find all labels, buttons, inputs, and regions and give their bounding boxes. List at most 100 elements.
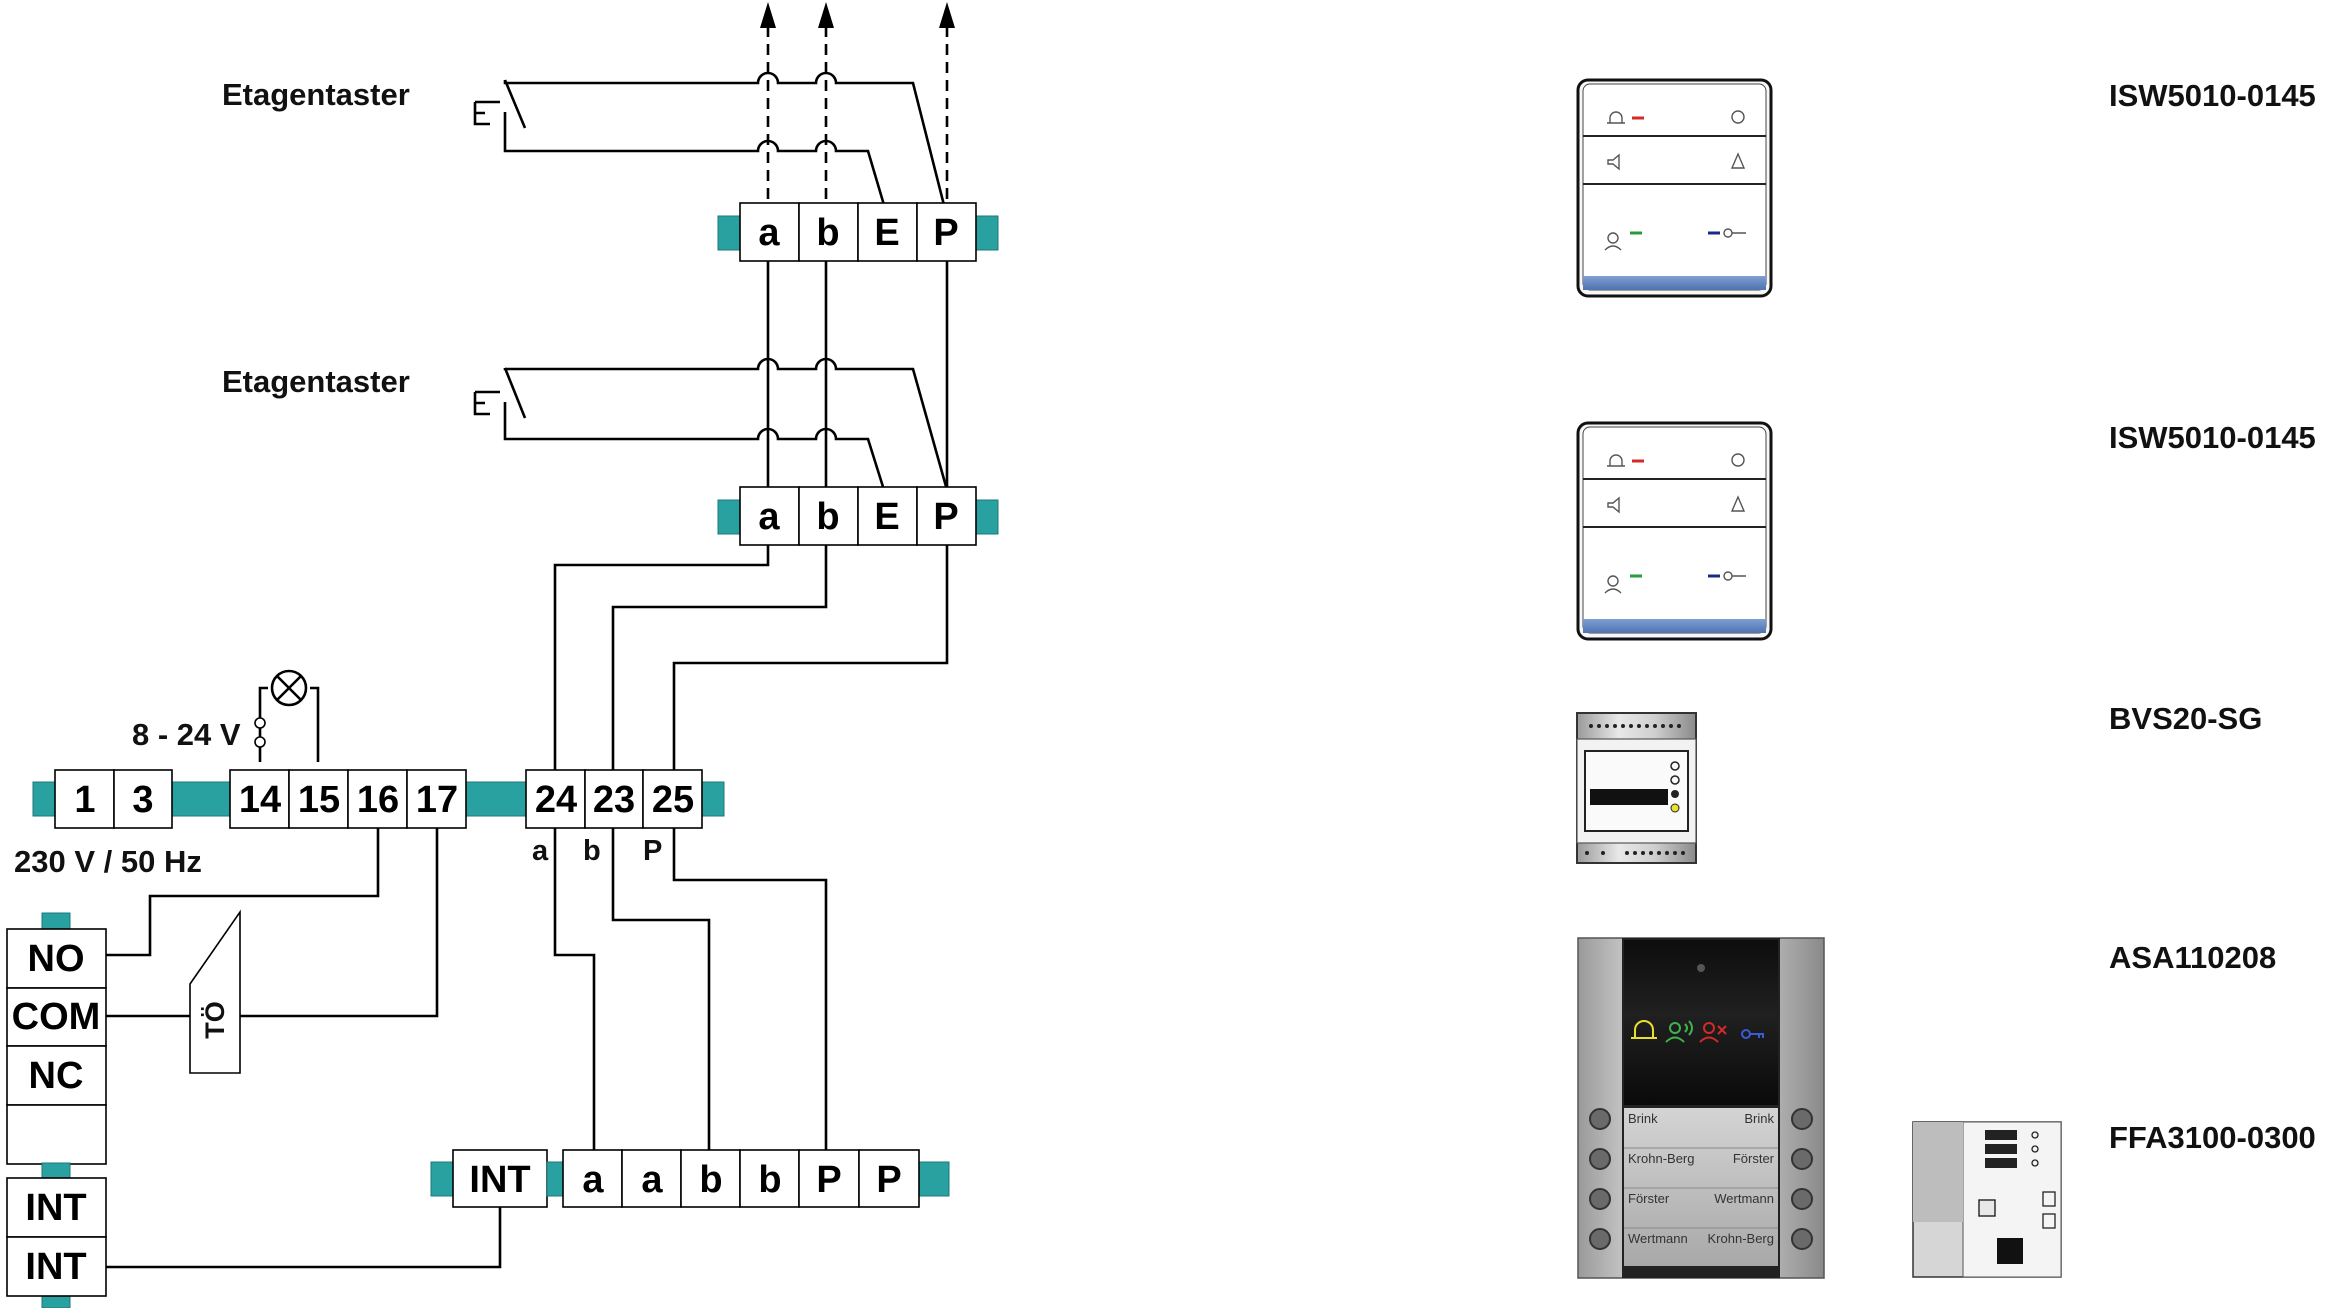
floor-button-label-upper: Etagentaster <box>222 77 410 112</box>
terminal-e: E <box>874 496 899 538</box>
wire-17-to-com <box>230 828 439 1018</box>
wire-25-to-p <box>672 828 828 1150</box>
relay-no: NO <box>28 938 85 980</box>
upper-button-wire-bottom <box>503 128 886 206</box>
speaker-icon <box>1607 153 1620 171</box>
key-icon <box>1741 1029 1764 1039</box>
mains-label: 230 V / 50 Hz <box>14 844 202 879</box>
terminal-b: b <box>816 212 839 254</box>
lamp-cross <box>276 675 302 701</box>
terminal-17: 17 <box>416 779 458 821</box>
int-strip-p1: P <box>816 1159 841 1201</box>
name-left-3: Förster <box>1628 1191 1670 1206</box>
lower-button-wire-top <box>503 357 949 491</box>
name-right-1: Brink <box>1744 1111 1774 1126</box>
door-station: Brink Krohn-Berg Förster Wertmann Brink … <box>1577 937 1825 1279</box>
name-right-2: Förster <box>1733 1151 1775 1166</box>
speaker-icon <box>1607 496 1620 514</box>
voltage-label: 8 - 24 V <box>132 717 241 752</box>
terminal-15: 15 <box>298 779 340 821</box>
name-left-1: Brink <box>1628 1111 1658 1126</box>
terminal-block-upper: a b E P <box>717 202 999 262</box>
door-opener-label: TÖ <box>200 1001 230 1039</box>
terminal-p: P <box>933 496 958 538</box>
key-icon <box>1723 228 1746 238</box>
bus-label-a: a <box>532 835 549 867</box>
lower-button-wire-bottom <box>503 418 886 491</box>
arrow-p <box>939 2 955 28</box>
model-label-1: ISW5010-0145 <box>2109 78 2316 113</box>
terminal-a: a <box>758 212 780 254</box>
floor-button-label-lower: Etagentaster <box>222 364 410 399</box>
ring-icon <box>1731 453 1745 467</box>
terminal-p: P <box>933 212 958 254</box>
terminal-a: a <box>758 496 780 538</box>
name-left-4: Wertmann <box>1628 1231 1688 1246</box>
relay-nc: NC <box>29 1055 84 1097</box>
arrow-b <box>818 2 834 28</box>
door-opener-symbol: TÖ <box>189 909 241 1074</box>
talk-icon <box>1604 232 1622 251</box>
terminal-24: 24 <box>535 779 577 821</box>
model-label-5: FFA3100-0300 <box>2109 1120 2316 1155</box>
model-label-4: ASA110208 <box>2109 940 2276 975</box>
bell-off-icon <box>1607 111 1625 124</box>
wire-b-to-23 <box>611 545 828 770</box>
power-supply <box>1576 712 1697 864</box>
int-strip-b2: b <box>758 1159 781 1201</box>
relay-com: COM <box>12 996 101 1038</box>
light-icon <box>1730 495 1746 512</box>
indoor-station-1 <box>1576 78 1773 298</box>
arrow-a <box>760 2 776 28</box>
call-buttons-right <box>1791 1108 1813 1250</box>
wiring-lines <box>106 2 955 1269</box>
int-strip-p2: P <box>876 1159 901 1201</box>
terminal-b: b <box>816 496 839 538</box>
light-icon <box>1730 152 1746 169</box>
bus-label-b: b <box>583 835 601 867</box>
bell-off-icon <box>1607 454 1625 467</box>
call-buttons-left <box>1589 1108 1611 1250</box>
voltage-pin-bottom <box>254 736 266 748</box>
int-terminal-2: INT <box>25 1246 86 1288</box>
wire-16-to-no <box>106 828 380 957</box>
model-label-3: BVS20-SG <box>2109 701 2262 736</box>
terminal-23: 23 <box>593 779 635 821</box>
name-left-2: Krohn-Berg <box>1628 1151 1694 1166</box>
key-icon <box>1723 571 1746 581</box>
name-right-3: Wertmann <box>1714 1191 1774 1206</box>
name-right-4: Krohn-Berg <box>1708 1231 1774 1246</box>
terminal-25: 25 <box>652 779 694 821</box>
terminal-16: 16 <box>357 779 399 821</box>
model-label-2: ISW5010-0145 <box>2109 420 2316 455</box>
int-block: INT INT <box>6 1162 107 1308</box>
int-strip-a1: a <box>582 1159 604 1201</box>
indoor-station-2 <box>1576 421 1773 641</box>
wire-24-to-a <box>553 828 596 1150</box>
relay-block: NO COM NC <box>6 912 107 1182</box>
terminal-e: E <box>874 212 899 254</box>
wire-int <box>106 1207 502 1269</box>
main-terminal-strip: 1 3 14 15 16 17 24 23 25 <box>32 769 725 829</box>
floor-button-module <box>1912 1121 2062 1278</box>
bell-icon <box>1631 1020 1657 1039</box>
terminal-block-lower: a b E P <box>717 486 999 546</box>
bus-label-p: P <box>643 835 662 867</box>
terminal-14: 14 <box>239 779 281 821</box>
wire-a-to-24 <box>553 545 770 770</box>
talk-icon <box>1665 1020 1693 1043</box>
ring-icon <box>1731 110 1745 124</box>
terminal-1: 1 <box>74 779 95 821</box>
wire-23-to-b <box>611 828 711 1150</box>
voltage-pin-top <box>254 717 266 729</box>
floor-button-symbol-upper <box>473 79 527 129</box>
int-strip-int: INT <box>469 1159 530 1201</box>
terminal-3: 3 <box>132 779 153 821</box>
upper-button-wire-top <box>503 71 949 218</box>
int-terminal-strip: INT a a b b P P <box>430 1149 950 1208</box>
reject-icon <box>1699 1022 1727 1043</box>
floor-button-symbol-lower <box>473 367 527 419</box>
talk-icon <box>1604 575 1622 594</box>
int-terminal-1: INT <box>25 1187 86 1229</box>
